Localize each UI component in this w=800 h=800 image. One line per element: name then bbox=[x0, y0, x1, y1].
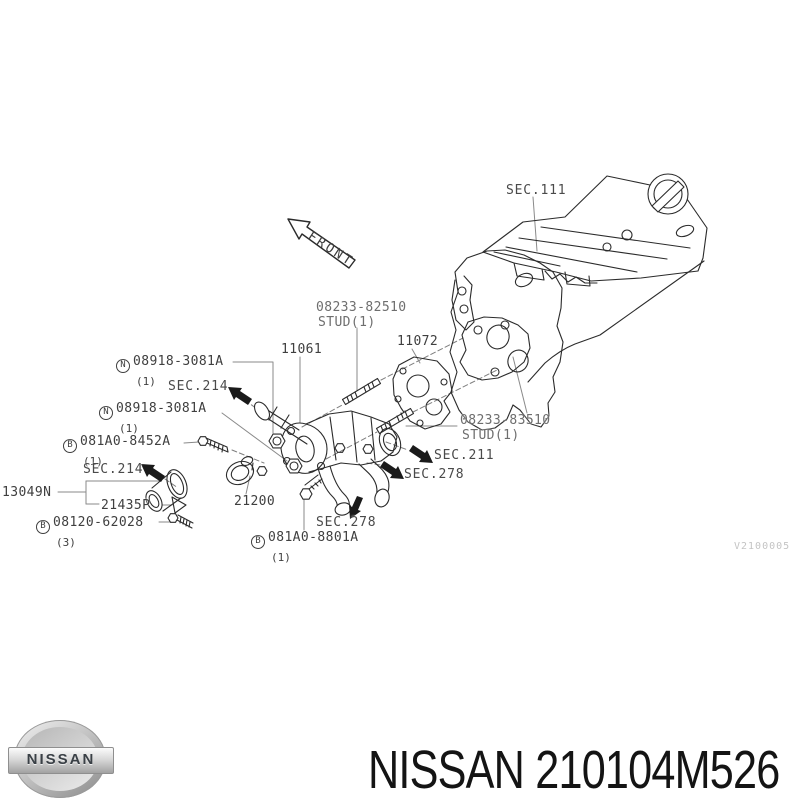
label-sec214-2: SEC.214 bbox=[83, 462, 144, 477]
sec214-arrow-1 bbox=[228, 387, 252, 405]
circled-b-icon: B bbox=[251, 535, 265, 549]
label-sec211: SEC.211 bbox=[434, 448, 495, 463]
part-number-title: NISSAN 210104M526 bbox=[368, 740, 780, 800]
stud-drawings bbox=[341, 377, 415, 435]
circled-n-icon: N bbox=[116, 359, 130, 373]
label-sec111: SEC.111 bbox=[506, 183, 567, 198]
circled-b-icon: B bbox=[63, 439, 77, 453]
water-outlet-11061-drawing bbox=[253, 401, 402, 516]
valve-cover-drawing bbox=[482, 173, 708, 287]
label-part-11072: 11072 bbox=[397, 334, 439, 349]
nissan-logo: NISSAN bbox=[8, 720, 114, 798]
flange-nut bbox=[285, 458, 303, 474]
label-part-21435p: 21435P bbox=[101, 498, 151, 513]
cylinder-head-drawing bbox=[449, 249, 705, 431]
sec278-arrow-right bbox=[380, 461, 404, 479]
thermostat-21200-drawing bbox=[225, 456, 255, 486]
gasket-11072-drawing bbox=[392, 356, 453, 430]
sec211-arrow bbox=[409, 445, 433, 463]
nissan-logo-bar: NISSAN bbox=[8, 747, 114, 774]
label-part-13049n: 13049N bbox=[2, 485, 52, 500]
water-inlet-13049n-drawing bbox=[145, 469, 188, 514]
label-sec278-lower: SEC.278 bbox=[316, 515, 377, 530]
label-sec214-1: SEC.214 bbox=[168, 379, 229, 394]
bolt-drawings bbox=[167, 436, 323, 529]
bracket-21435p bbox=[171, 496, 187, 514]
circled-b-icon: B bbox=[36, 520, 50, 534]
flange-nut bbox=[268, 433, 286, 449]
circled-n-icon: N bbox=[99, 406, 113, 420]
label-part-11061: 11061 bbox=[281, 342, 323, 357]
front-direction-arrow bbox=[287, 218, 356, 269]
sec278-arrow-lower bbox=[349, 496, 363, 519]
watermark: V2100005 bbox=[734, 541, 791, 552]
sec214-arrow-2 bbox=[141, 464, 165, 482]
label-stud-08233-82510: 08233-82510 STUD(1) bbox=[316, 300, 407, 330]
label-part-21200: 21200 bbox=[234, 494, 276, 509]
section-arrows bbox=[141, 387, 433, 519]
label-stud-08233-83510: 08233-83510 STUD(1) bbox=[460, 413, 551, 443]
leader-lines bbox=[57, 196, 538, 531]
label-sec278-right: SEC.278 bbox=[404, 467, 465, 482]
